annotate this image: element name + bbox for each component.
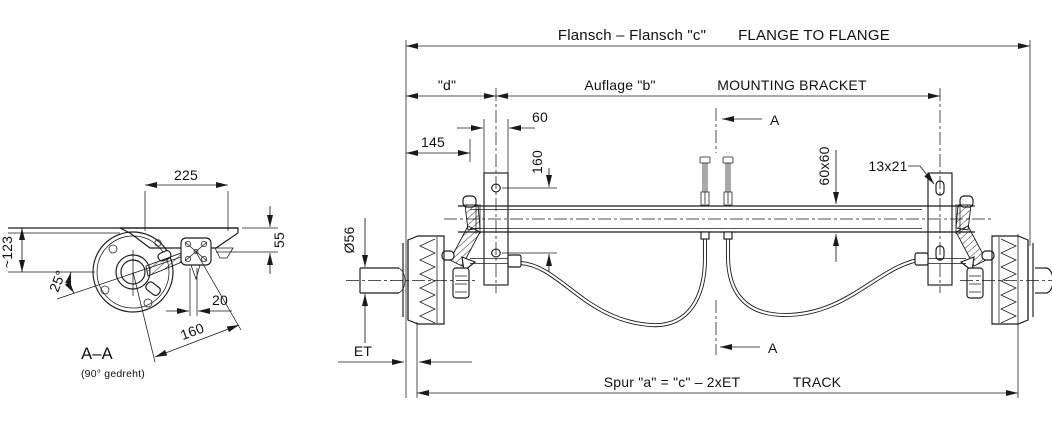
dim-123-label: ~123 xyxy=(0,236,15,268)
plate-tab xyxy=(214,247,234,259)
drum-spring-zigzag xyxy=(419,238,436,324)
slot-leader xyxy=(908,165,935,185)
section-title: A–A xyxy=(81,345,113,363)
right-spindle xyxy=(960,267,1052,294)
dim-60-label: 60 xyxy=(532,109,548,125)
arm-pin xyxy=(190,264,201,281)
flange-label-de: Flansch – Flansch "c" xyxy=(558,27,706,44)
cable-collar xyxy=(700,231,710,240)
cable-bolt xyxy=(699,156,711,206)
cable-fitting xyxy=(914,252,929,266)
dim-55-label: 55 xyxy=(271,232,287,248)
dim-60x60-label: 60x60 xyxy=(816,146,832,185)
left-mounting-bracket xyxy=(483,88,509,293)
cable-bolt xyxy=(722,156,734,206)
drum-spring-zigzag xyxy=(1000,238,1017,324)
dim-225-label: 225 xyxy=(174,167,198,183)
left-brake-cable xyxy=(520,231,710,328)
brake-adjuster xyxy=(441,250,455,261)
adjuster-barrel xyxy=(452,267,470,299)
dim-160-bracket-label: 160 xyxy=(529,150,545,174)
dim-145-label: 145 xyxy=(421,134,445,150)
left-spindle xyxy=(346,267,478,294)
dim-160-arm-label: 160 xyxy=(178,320,206,344)
right-brake-cable xyxy=(723,231,926,318)
axle-tube xyxy=(444,204,992,234)
section-a-bottom-label: A xyxy=(768,340,778,356)
track-label-en: TRACK xyxy=(793,374,842,390)
dim-et-label: ET xyxy=(354,343,373,359)
left-swing-arm xyxy=(441,195,522,299)
brake-shoe-detail xyxy=(145,281,161,297)
right-mounting-bracket xyxy=(927,88,953,293)
dim-line-160-arm xyxy=(154,324,240,358)
adjuster-barrel xyxy=(966,267,984,299)
dim-20-label: 20 xyxy=(212,292,228,308)
torsion-tube-section xyxy=(180,237,212,281)
right-swing-arm xyxy=(914,195,995,299)
section-subtitle: (90° gedreht) xyxy=(81,368,145,380)
brake-adjuster xyxy=(981,250,995,261)
section-view-a-a: 225 55 ~123 25° 20 160 A–A (90° gedreht) xyxy=(0,167,287,380)
section-a-top-label: A xyxy=(770,112,780,128)
dim-13x21-label: 13x21 xyxy=(868,158,907,174)
dim-arc-25 xyxy=(64,271,75,294)
cable-collar xyxy=(723,231,733,240)
auflage-label-de: Auflage "b" xyxy=(584,77,655,93)
front-view: Flansch – Flansch "c" FLANGE TO FLANGE "… xyxy=(338,27,1052,398)
cable-fitting xyxy=(507,254,522,268)
auflage-label-en: MOUNTING BRACKET xyxy=(717,77,867,93)
right-brake-drum xyxy=(991,235,1034,325)
flange-label-en: FLANGE TO FLANGE xyxy=(738,27,890,44)
dim-phi56-label: Ø56 xyxy=(341,226,357,253)
left-brake-drum xyxy=(402,235,445,325)
dim-25-label: 25° xyxy=(46,268,69,294)
d-label: "d" xyxy=(438,77,456,93)
spur-label-de: Spur "a" = "c" – 2xET xyxy=(604,374,741,390)
plate-profile xyxy=(119,227,239,249)
